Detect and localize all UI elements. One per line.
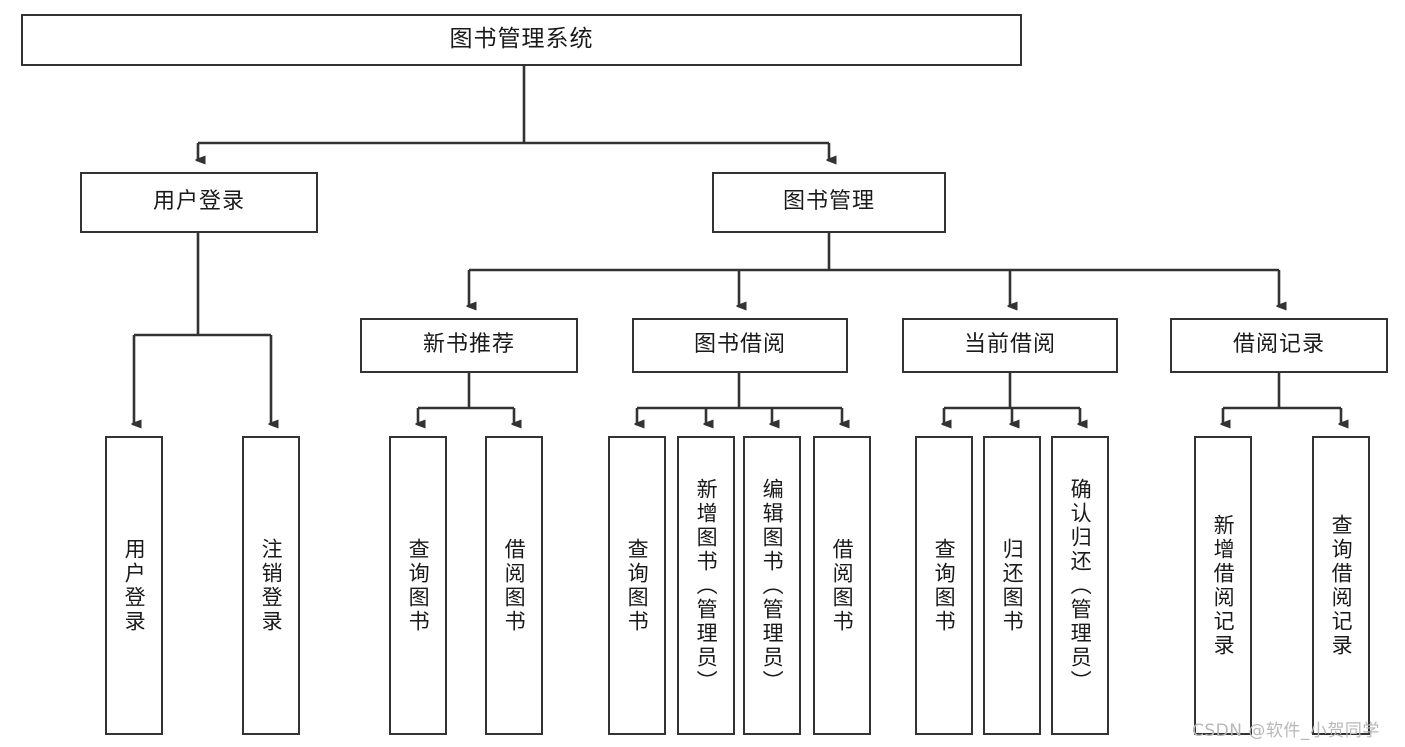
node-book-borrowing[interactable]: 图书借阅 <box>632 318 848 373</box>
node-leaf-borrow-book[interactable]: 借阅图书 <box>813 436 871 735</box>
node-root-book-management-system[interactable]: 图书管理系统 <box>21 14 1022 66</box>
node-current-borrowing[interactable]: 当前借阅 <box>902 318 1118 373</box>
node-leaf-add-borrowing-record[interactable]: 新增借阅记录 <box>1194 436 1252 735</box>
node-book-management[interactable]: 图书管理 <box>712 172 946 233</box>
node-leaf-query-borrowing-record[interactable]: 查询借阅记录 <box>1312 436 1370 735</box>
node-leaf-confirm-return-admin[interactable]: 确认归还（管理员） <box>1051 436 1109 735</box>
node-borrowing-record[interactable]: 借阅记录 <box>1170 318 1388 373</box>
node-user-login[interactable]: 用户登录 <box>80 172 318 233</box>
node-leaf-return-book[interactable]: 归还图书 <box>983 436 1041 735</box>
node-leaf-edit-book-admin[interactable]: 编辑图书（管理员） <box>743 436 801 735</box>
node-leaf-logout[interactable]: 注销登录 <box>242 436 300 735</box>
node-leaf-query-book-recommendation[interactable]: 查询图书 <box>389 436 447 735</box>
node-leaf-query-book-borrowing[interactable]: 查询图书 <box>608 436 666 735</box>
node-leaf-user-login[interactable]: 用户登录 <box>105 436 163 735</box>
node-new-book-recommendation[interactable]: 新书推荐 <box>360 318 578 373</box>
node-leaf-borrow-book-recommendation[interactable]: 借阅图书 <box>485 436 543 735</box>
node-leaf-query-book-current[interactable]: 查询图书 <box>915 436 973 735</box>
node-leaf-add-book-admin[interactable]: 新增图书（管理员） <box>677 436 735 735</box>
